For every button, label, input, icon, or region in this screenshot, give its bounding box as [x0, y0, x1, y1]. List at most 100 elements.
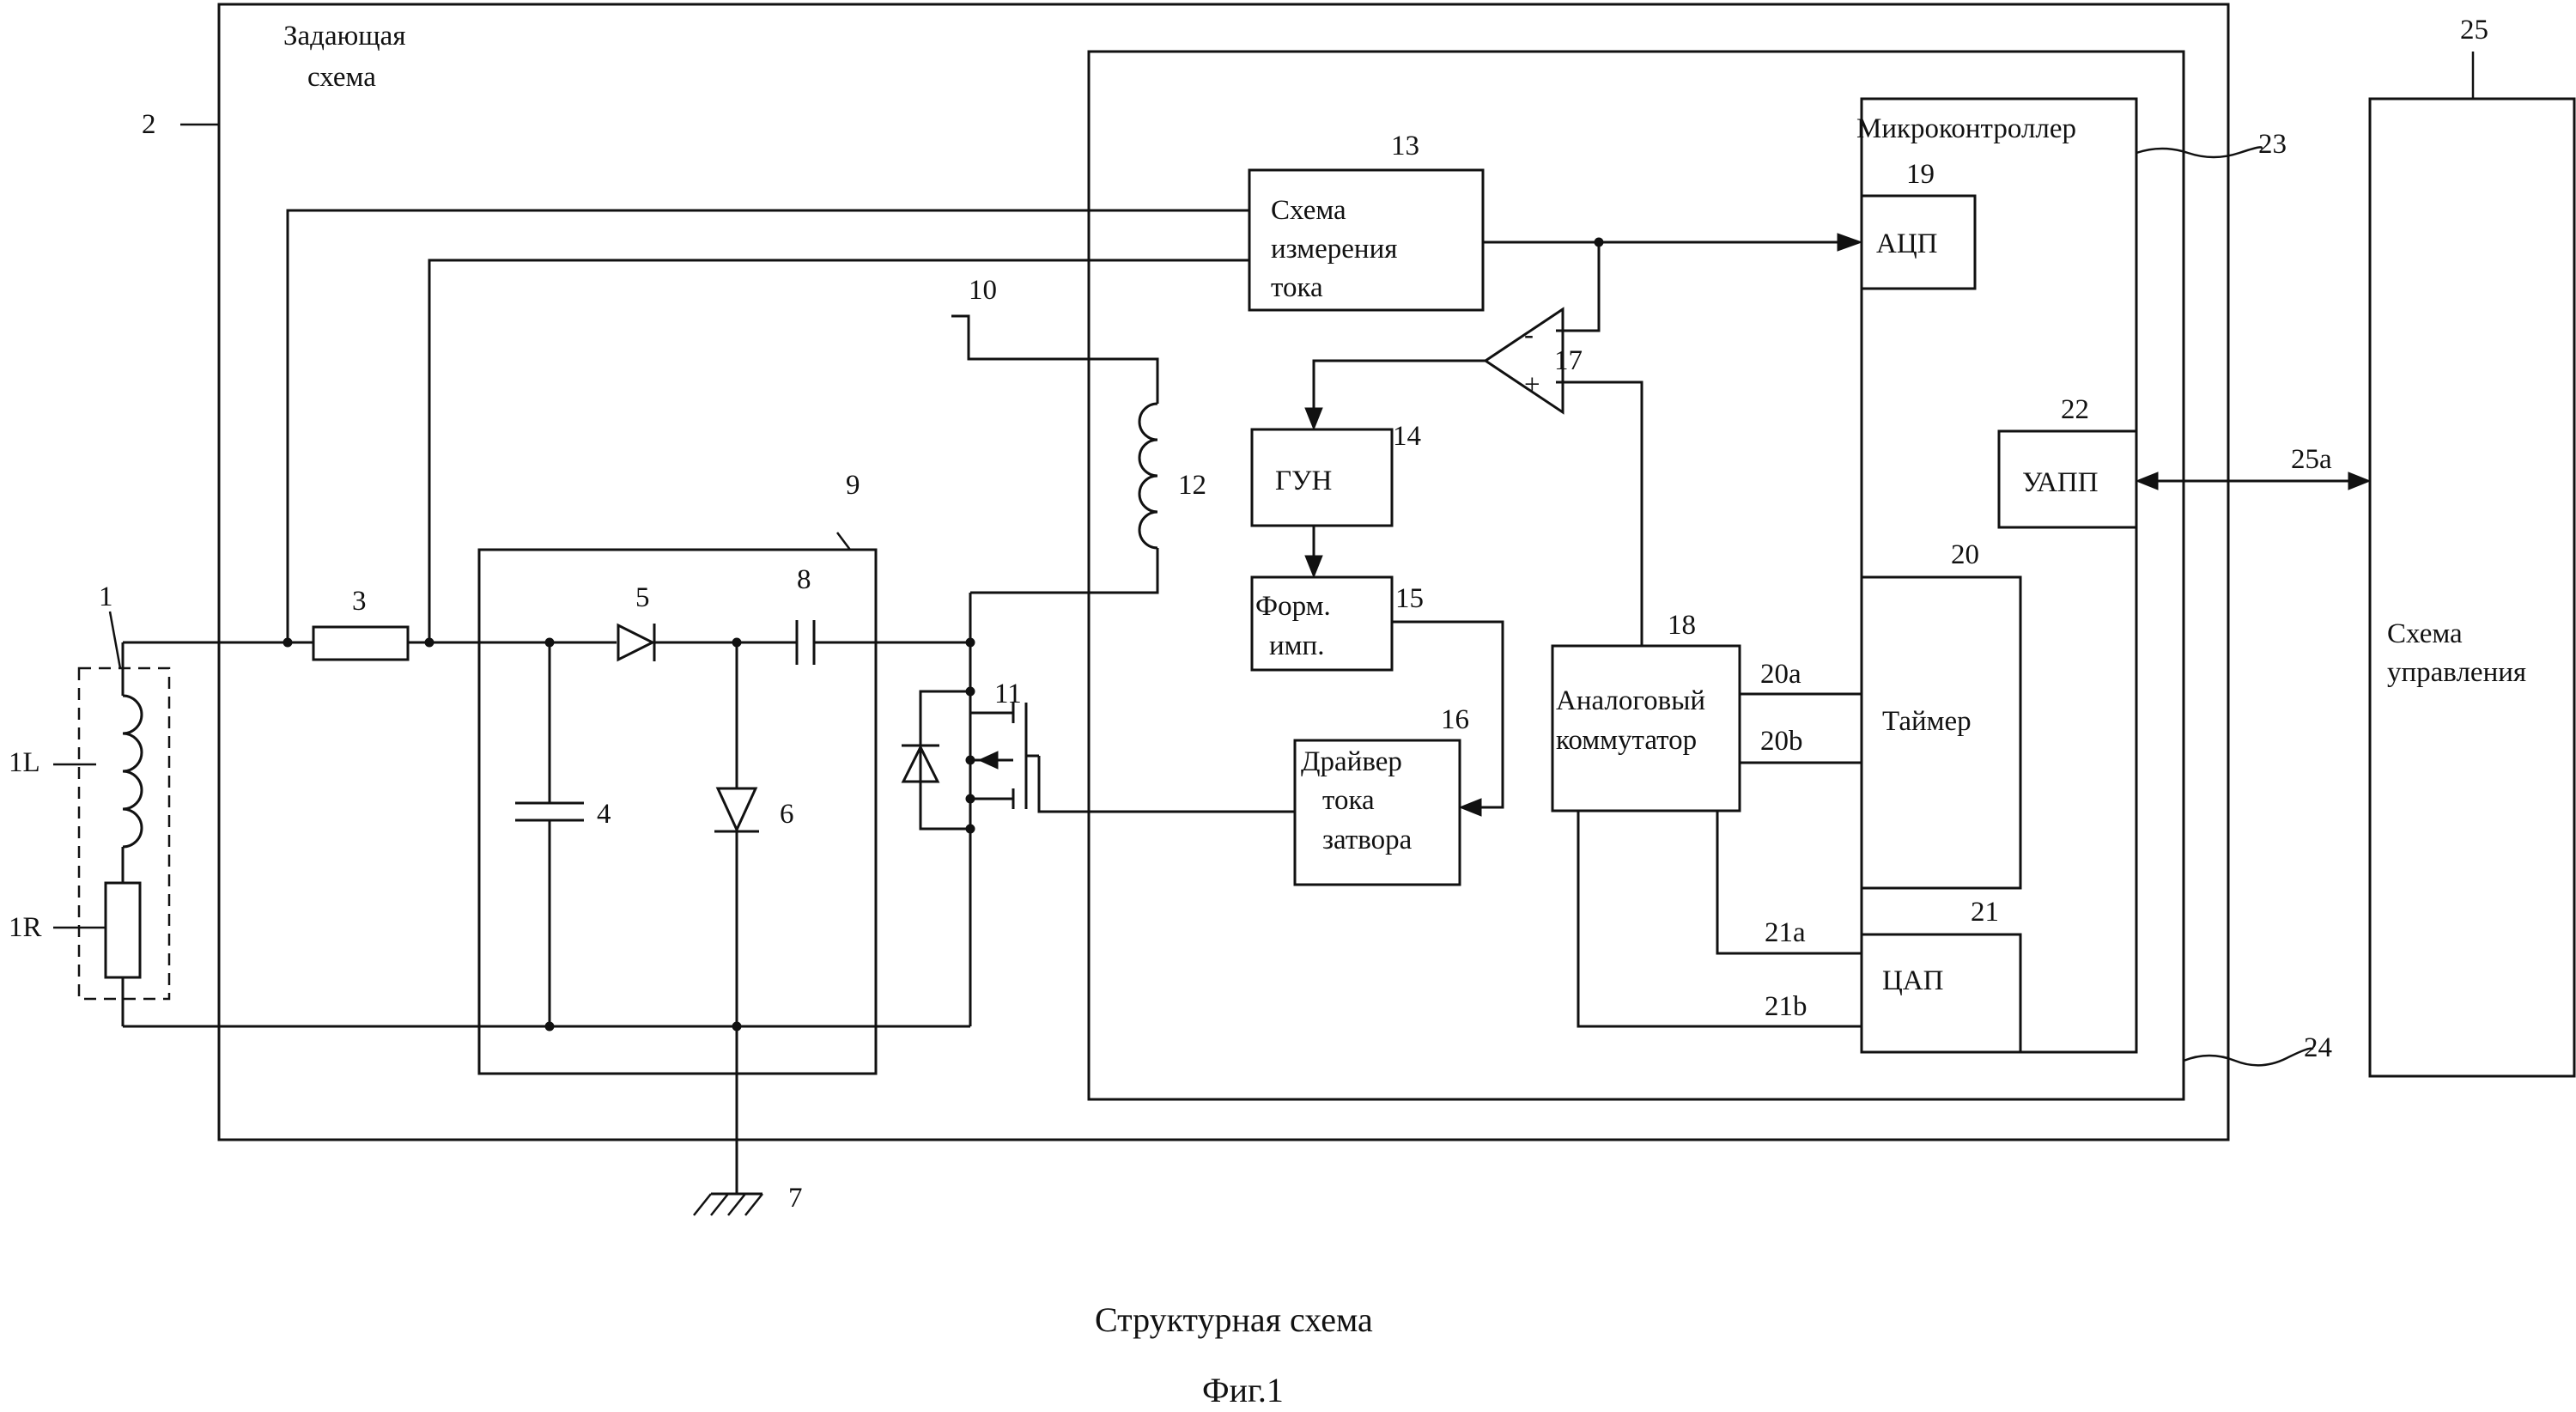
gate-driver-label-3: затвора: [1322, 825, 1413, 855]
arrow-to-vco: [1304, 407, 1323, 431]
wire-measure-2: [428, 259, 1249, 642]
leader-9: [836, 532, 851, 551]
num-17: 17: [1554, 345, 1583, 376]
num-14: 14: [1393, 421, 1421, 452]
inductor-12: [1138, 402, 1158, 550]
leader-1: [108, 611, 122, 669]
gate-driver-label-1: Драйвер: [1301, 746, 1402, 777]
uart-block: [1997, 429, 2138, 529]
node-t11-src: [965, 824, 975, 834]
timer-label: Таймер: [1882, 706, 1971, 737]
num-20a: 20a: [1760, 659, 1801, 690]
num-2: 2: [142, 109, 156, 140]
comparator-symbol: [1483, 307, 1564, 415]
transistor-arrow: [977, 751, 999, 770]
control-circuit-label-2: управления: [2387, 657, 2526, 688]
inner-module-box: [1087, 50, 2185, 1101]
num-20b: 20b: [1760, 726, 1803, 757]
node-3-right: [424, 637, 434, 648]
current-measure-block: [1248, 168, 1485, 312]
num-8: 8: [797, 564, 811, 595]
block-9: [477, 548, 878, 1075]
num-21a: 21a: [1765, 917, 1806, 948]
leader-24: [2183, 1047, 2314, 1067]
arrow-to-driver: [1458, 798, 1482, 817]
num-16: 16: [1441, 704, 1469, 735]
gate-driver-label-2: тока: [1322, 785, 1375, 816]
current-measure-label-1: Схема: [1271, 195, 1346, 226]
num-12: 12: [1178, 470, 1206, 501]
node-t11-top: [965, 686, 975, 697]
pulse-former-label-2: имп.: [1269, 630, 1324, 661]
uart-label: УАПП: [2022, 467, 2099, 498]
resistor-1R: [104, 881, 142, 979]
dac-label: ЦАП: [1882, 965, 1944, 996]
num-4: 4: [597, 799, 611, 830]
pulse-former-label-1: Форм.: [1255, 591, 1331, 622]
wire-21b: [1577, 811, 1862, 1028]
comparator-minus: -: [1524, 320, 1534, 350]
analog-switch-label-1: Аналоговый: [1556, 685, 1705, 716]
inductor-1L: [122, 694, 143, 849]
ground-hatch-3: [727, 1193, 746, 1216]
num-5: 5: [635, 582, 650, 613]
num-10: 10: [969, 275, 997, 306]
num-23: 23: [2258, 129, 2287, 160]
arrow-to-control: [2348, 472, 2372, 490]
diode-5: [617, 623, 656, 662]
control-circuit-label-1: Схема: [2387, 618, 2463, 649]
setting-circuit-title-2: схема: [307, 62, 376, 93]
node-3-left: [283, 637, 293, 648]
arrow-to-adc: [1837, 233, 1863, 252]
num-11: 11: [994, 679, 1022, 709]
num-13: 13: [1391, 131, 1419, 161]
wire-driver-to-gate: [1037, 756, 1295, 813]
num-24: 24: [2304, 1032, 2332, 1063]
caption-title: Структурная схема: [1095, 1300, 1373, 1339]
ground-hatch-4: [744, 1193, 763, 1216]
vco-block: [1250, 428, 1394, 527]
num-3: 3: [352, 586, 367, 617]
current-measure-label-2: измерения: [1271, 234, 1397, 265]
num-1R: 1R: [9, 912, 42, 943]
wire-measure-1: [286, 209, 1249, 642]
timer-block: [1860, 575, 2022, 890]
num-19: 19: [1906, 159, 1935, 190]
resistor-3: [312, 625, 410, 661]
caption-figure: Фиг.1: [1202, 1371, 1284, 1409]
num-21b: 21b: [1765, 991, 1807, 1022]
wire-21a: [1716, 811, 1862, 955]
arrow-to-former: [1304, 555, 1323, 579]
ground-hatch-1: [693, 1193, 712, 1216]
wire-terminal-10: [951, 314, 1159, 404]
arrow-to-uart: [2135, 472, 2159, 490]
transistor-bodydiode-frame: [919, 690, 970, 831]
analog-switch-block: [1551, 644, 1741, 813]
num-20: 20: [1951, 539, 1979, 570]
current-measure-label-3: тока: [1271, 272, 1323, 303]
wire-switch-to-comp-plus: [1556, 380, 1643, 646]
leader-23: [2136, 146, 2263, 159]
vco-label: ГУН: [1275, 466, 1332, 496]
adc-label: АЦП: [1876, 228, 1938, 259]
wire-former-to-driver: [1392, 620, 1504, 809]
diode-6: [715, 787, 758, 833]
ground-hatch-2: [710, 1193, 729, 1216]
setting-circuit-title-1: Задающая: [283, 21, 406, 52]
num-22: 22: [2061, 394, 2089, 425]
num-1: 1: [99, 581, 113, 612]
transistor-bodydiode: [901, 744, 940, 783]
analog-switch-label-2: коммутатор: [1556, 725, 1697, 756]
setting-circuit-box: [217, 3, 2230, 1141]
dac-block: [1860, 933, 2022, 1054]
comparator-plus: +: [1524, 369, 1540, 400]
num-1L: 1L: [9, 747, 40, 778]
num-15: 15: [1395, 583, 1424, 614]
num-25: 25: [2460, 15, 2488, 46]
num-9: 9: [846, 470, 860, 501]
num-25a: 25a: [2291, 444, 2332, 475]
microcontroller-label: Микроконтроллер: [1856, 113, 2076, 144]
num-6: 6: [780, 799, 794, 830]
wire-comp-to-vco: [1312, 359, 1485, 412]
